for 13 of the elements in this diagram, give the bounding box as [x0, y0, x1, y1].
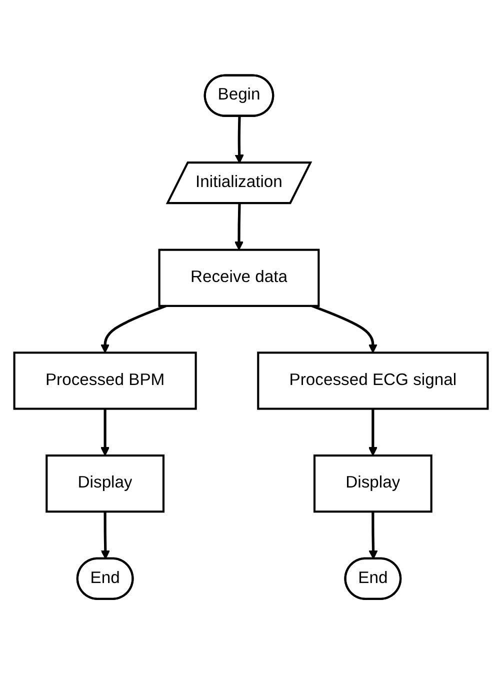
arrow — [100, 409, 110, 456]
arrow — [234, 116, 244, 164]
arrow — [234, 204, 244, 251]
node-box: Processed ECG signal — [256, 352, 488, 410]
arrow — [311, 305, 377, 354]
arrow — [100, 512, 110, 560]
arrow — [368, 512, 378, 560]
node-box: Display — [312, 454, 432, 514]
arrow — [368, 409, 377, 456]
node-box: Display — [45, 454, 164, 514]
node-box: Processed BPM — [12, 352, 196, 410]
node-box: Receive data — [158, 249, 320, 308]
arrow — [100, 305, 166, 354]
